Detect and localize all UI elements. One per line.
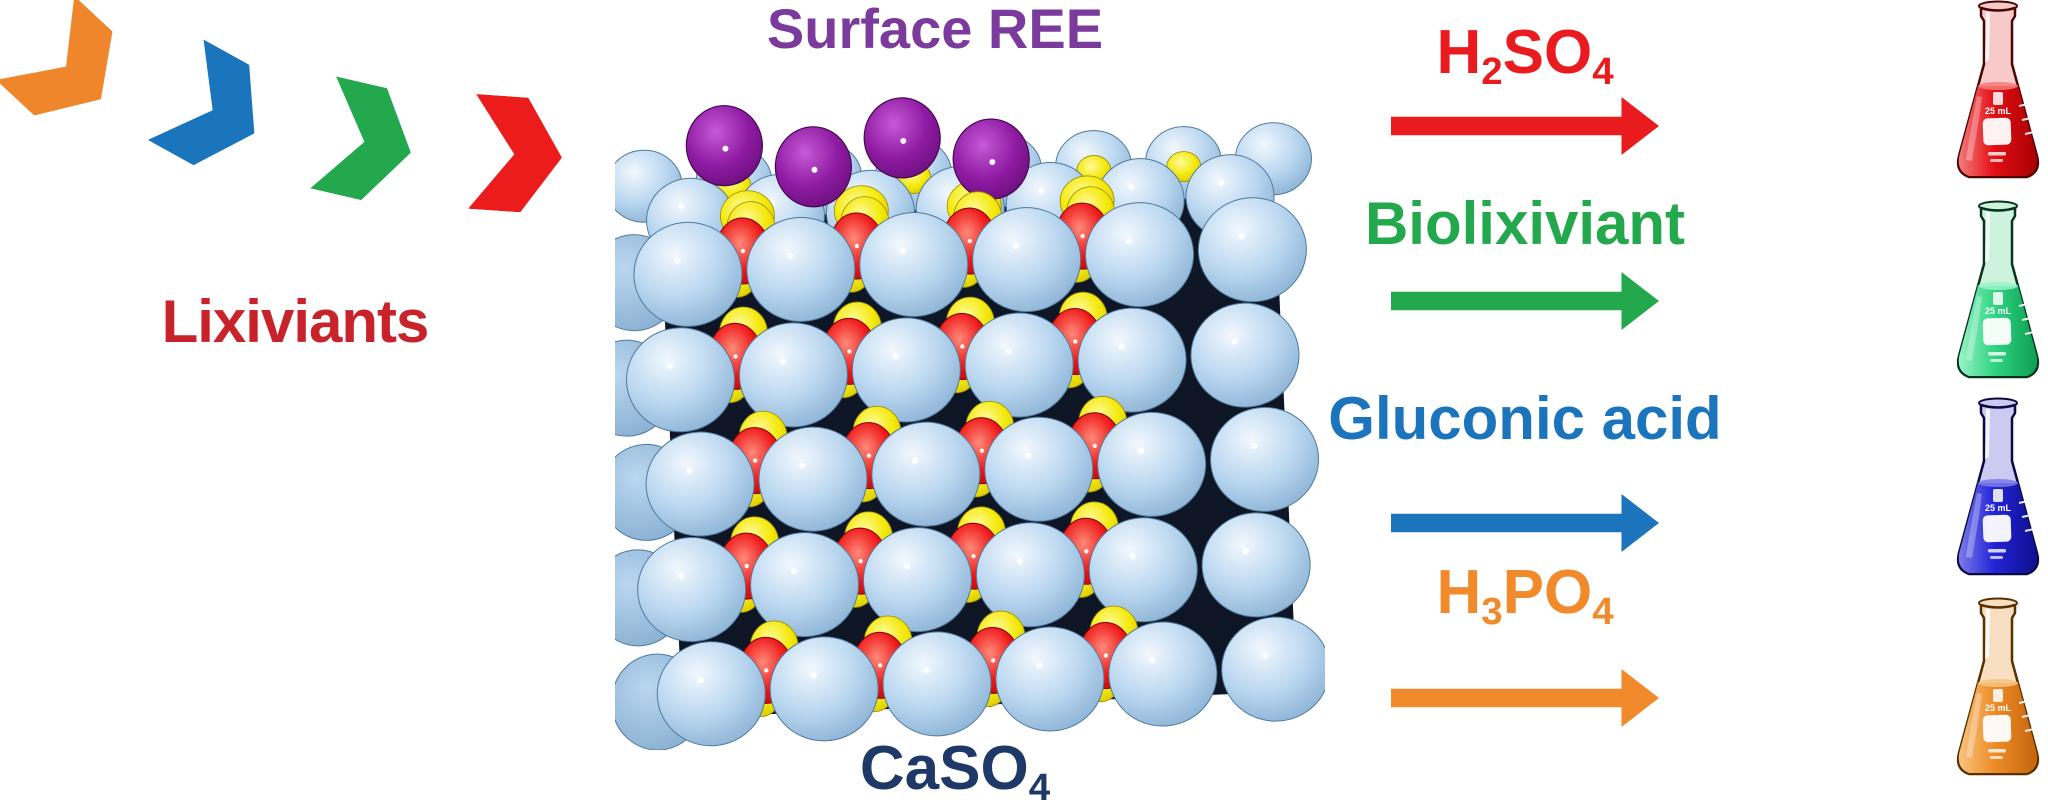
lixiviants-label: Lixiviants (161, 288, 430, 355)
h3po4-label: H3PO4 (1436, 558, 1614, 633)
erlenmeyer-flask-blue: 25 mL (1956, 397, 2040, 576)
flask-volume-label: 25 mL (1985, 703, 2012, 713)
h2so4-arrow-icon (1391, 97, 1659, 155)
chevron-green-icon (310, 76, 424, 208)
chevron-red-icon (468, 94, 566, 215)
flask-volume-label: 25 mL (1985, 306, 2012, 316)
caso4-crystal-model (615, 97, 1325, 750)
erlenmeyer-flask-orange: 25 mL (1956, 597, 2040, 776)
biolixiviant-arrow-icon (1391, 272, 1659, 330)
flask-volume-label: 25 mL (1985, 503, 2012, 513)
caso4-formula-label: CaSO4 (859, 734, 1051, 809)
h3po4-arrow-icon (1391, 669, 1659, 727)
biolixiviant-label: Biolixiviant (1364, 190, 1686, 257)
surface-ree-label: Surface REE (766, 0, 1104, 60)
erlenmeyer-flask-red: 25 mL (1956, 0, 2040, 179)
erlenmeyer-flask-green: 25 mL (1956, 200, 2040, 379)
h2so4-label: H2SO4 (1436, 18, 1614, 93)
gluconic-acid-label: Gluconic acid (1328, 385, 1722, 452)
chevron-orange-icon (0, 0, 140, 141)
flask-volume-label: 25 mL (1985, 106, 2012, 116)
reagent-column: H2SO4 Biolixiviant Gluconic acid H3PO4 (1320, 0, 1730, 806)
gluconic-acid-arrow-icon (1391, 494, 1659, 552)
chevron-blue-icon (148, 39, 282, 183)
